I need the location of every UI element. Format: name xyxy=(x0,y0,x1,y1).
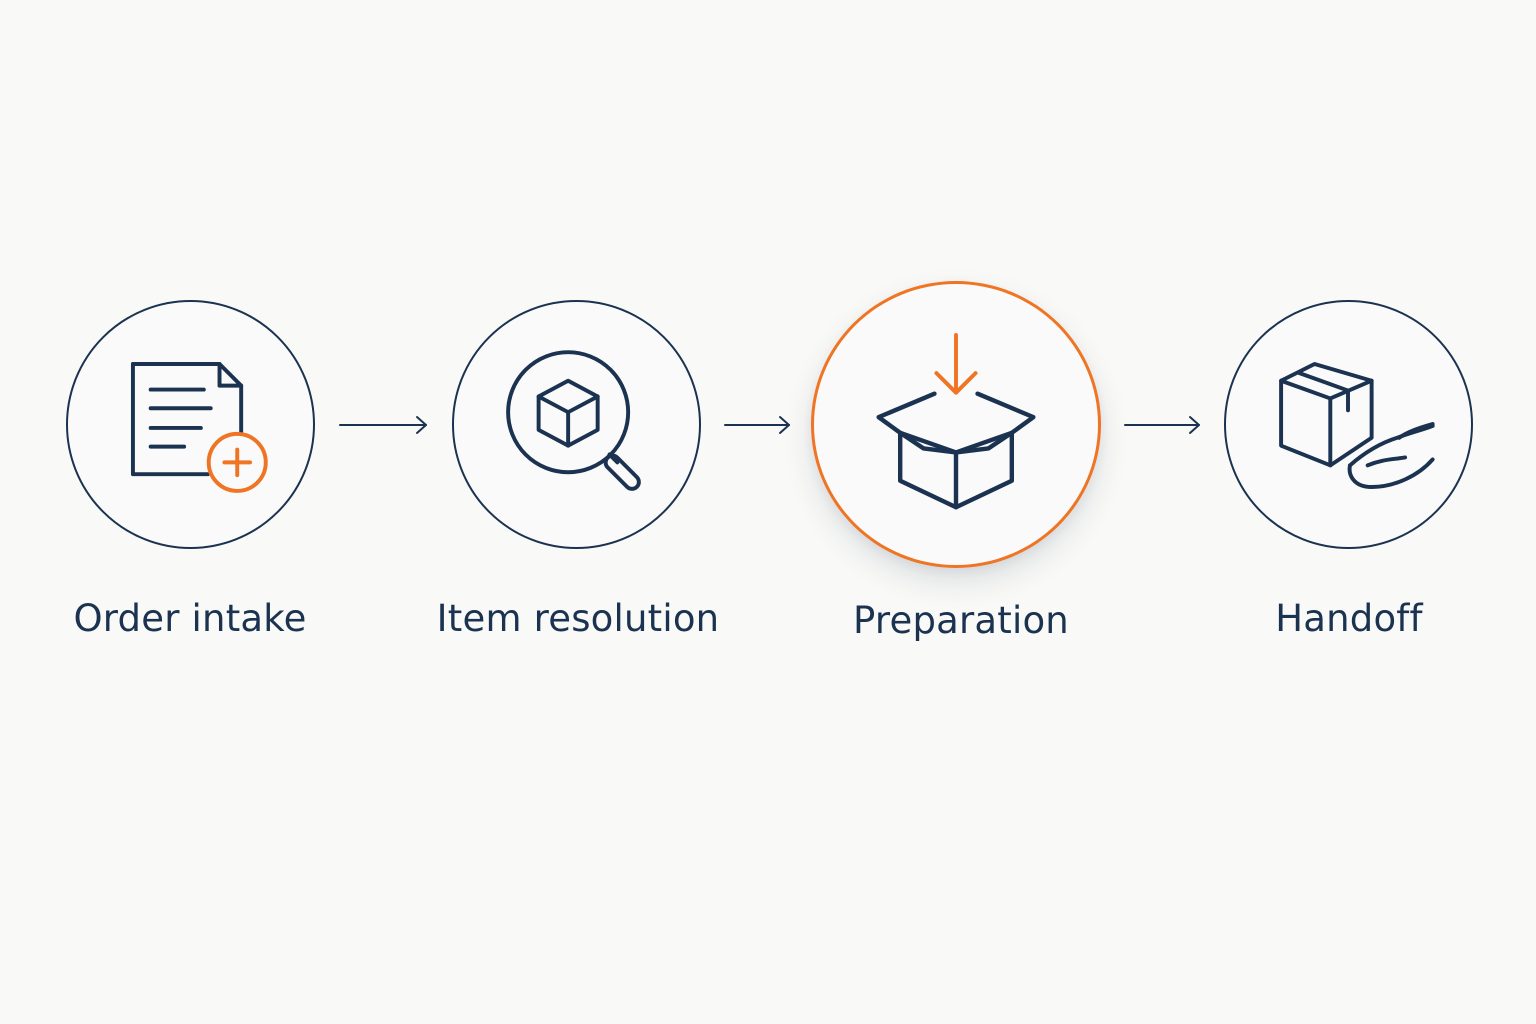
arrow-right-icon xyxy=(1123,415,1203,435)
step-item-resolution xyxy=(452,300,701,549)
step-label-order-intake: Order intake xyxy=(73,597,307,640)
open-box-arrow-icon xyxy=(876,332,1036,510)
magnifier-box-icon xyxy=(506,350,641,491)
arrow-right-icon xyxy=(338,415,430,435)
step-order-intake xyxy=(66,300,315,549)
document-plus-icon xyxy=(130,362,268,493)
step-preparation xyxy=(811,281,1101,568)
step-label-handoff: Handoff xyxy=(1275,597,1423,640)
hand-box-icon xyxy=(1279,362,1435,489)
step-label-preparation: Preparation xyxy=(853,599,1069,642)
step-handoff xyxy=(1224,300,1473,549)
step-label-item-resolution: Item resolution xyxy=(436,597,720,640)
arrow-right-icon xyxy=(723,415,793,435)
